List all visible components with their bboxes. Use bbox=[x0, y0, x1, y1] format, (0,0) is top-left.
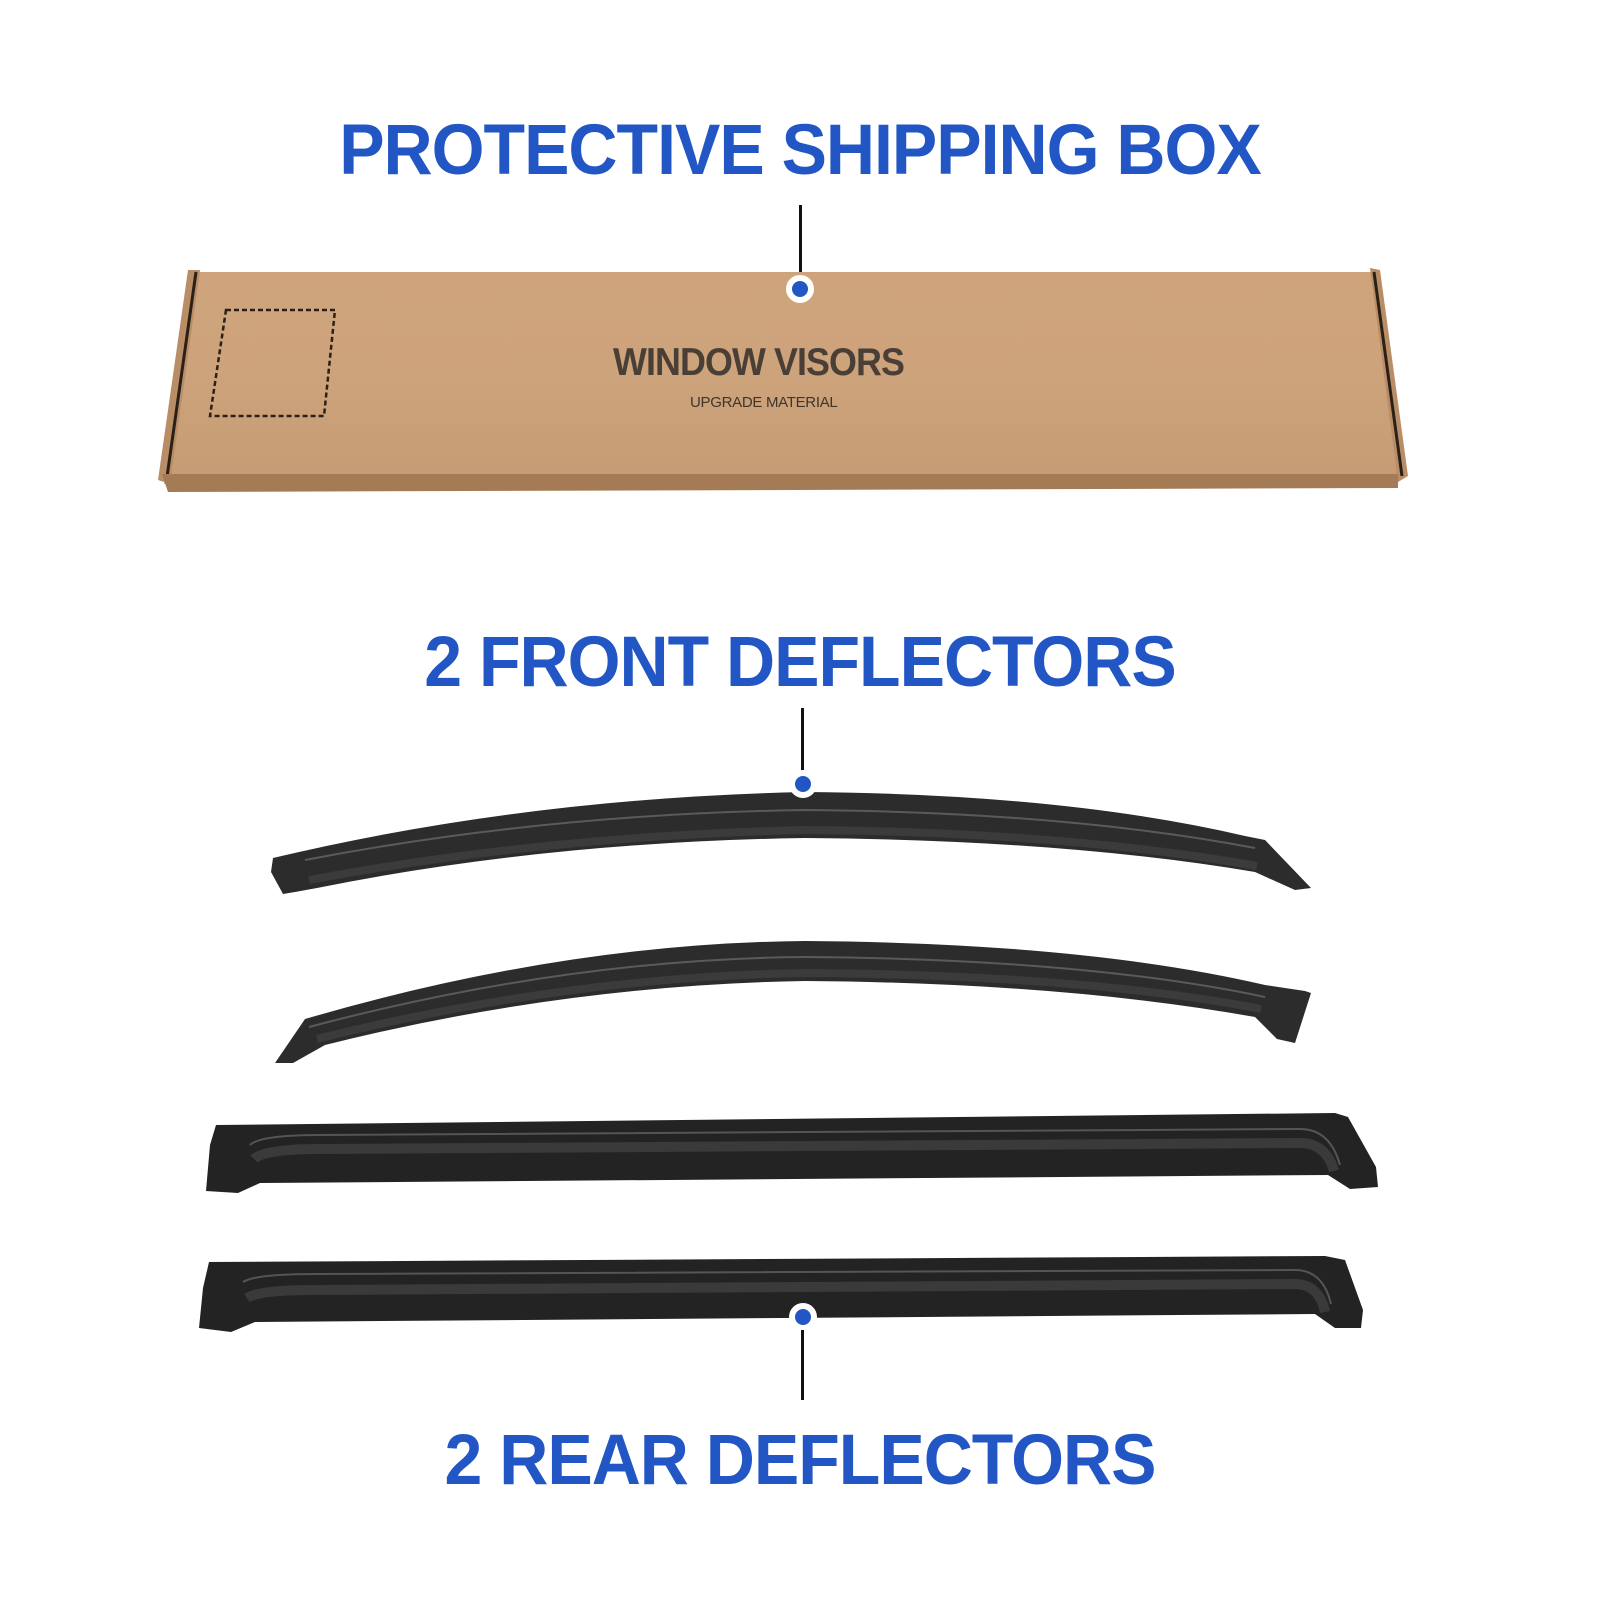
leader-line-box bbox=[799, 205, 802, 275]
box-print-subtitle: UPGRADE MATERIAL bbox=[690, 394, 838, 411]
label-square bbox=[208, 308, 337, 418]
leader-line-rear bbox=[801, 1330, 804, 1400]
pin-front bbox=[789, 770, 817, 798]
pin-box bbox=[786, 275, 814, 303]
heading-rear-deflectors: 2 REAR DEFLECTORS bbox=[444, 1420, 1157, 1500]
heading-protective-shipping-box: PROTECTIVE SHIPPING BOX bbox=[339, 110, 1262, 190]
heading-front-deflectors: 2 FRONT DEFLECTORS bbox=[424, 622, 1176, 702]
leader-line-front bbox=[801, 708, 804, 778]
shipping-box bbox=[158, 268, 1408, 492]
rear-deflector-1 bbox=[206, 1113, 1378, 1193]
box-print-title: WINDOW VISORS bbox=[613, 341, 905, 384]
rear-deflector-2 bbox=[199, 1256, 1363, 1332]
pin-rear bbox=[789, 1303, 817, 1331]
front-deflector-2 bbox=[275, 941, 1311, 1063]
front-deflector-1 bbox=[271, 792, 1311, 894]
